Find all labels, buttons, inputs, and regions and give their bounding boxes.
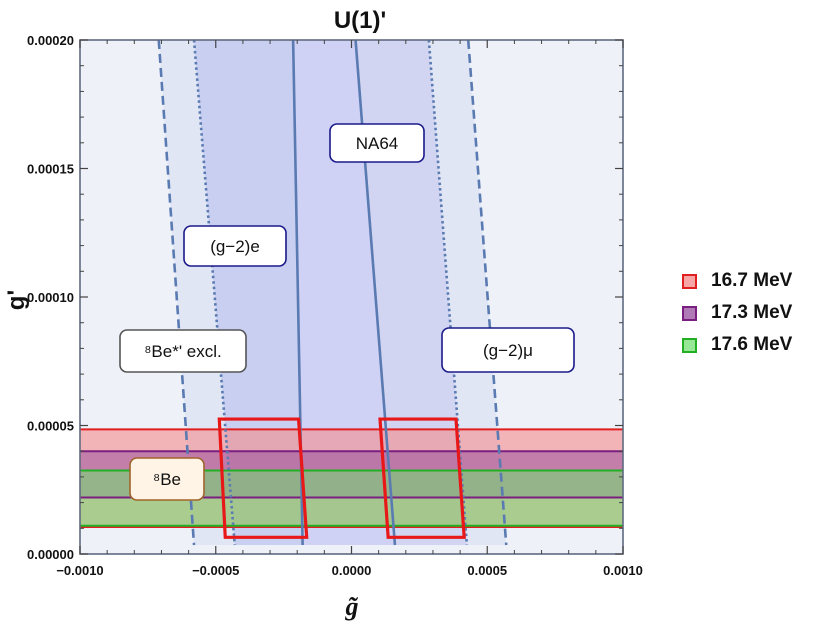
g2mu-dashed-boundary bbox=[466, 40, 508, 546]
legend-label-17-3: 17.3 MeV bbox=[711, 302, 793, 323]
chart-title: U(1)' bbox=[334, 7, 386, 34]
legend-swatch-16-7 bbox=[682, 273, 697, 289]
y-axis-label: g' bbox=[3, 290, 30, 310]
allowed-region-0 bbox=[217, 417, 309, 539]
y-tick-label-0: 0.00000 bbox=[27, 547, 74, 562]
legend: 16.7 MeV 17.3 MeV 17.6 MeV bbox=[682, 265, 792, 361]
be8-excl-label: ⁸Be*' excl. bbox=[144, 342, 222, 361]
x-tick-label-3: 0.0005 bbox=[467, 563, 507, 578]
g2mu-label: (g−2)μ bbox=[483, 341, 533, 360]
g2e-region bbox=[158, 40, 235, 546]
legend-swatch-17-3 bbox=[682, 305, 697, 321]
na64-label: NA64 bbox=[356, 134, 399, 153]
x-tick-label-0: −0.0010 bbox=[56, 563, 103, 578]
y-tick-label-4: 0.00020 bbox=[27, 33, 74, 48]
be8-box bbox=[129, 457, 205, 501]
legend-item-17-3: 17.3 MeV bbox=[682, 297, 792, 329]
y-tick-label-1: 0.00005 bbox=[27, 419, 74, 434]
x-tick-label-4: 0.0010 bbox=[603, 563, 643, 578]
legend-label-16-7: 16.7 MeV bbox=[711, 270, 793, 291]
be8-excl-box bbox=[119, 329, 247, 373]
legend-swatch-17-6 bbox=[682, 337, 697, 353]
be8-label: ⁸Be bbox=[153, 470, 181, 489]
g2mu-box bbox=[441, 327, 575, 373]
y-tick-label-2: 0.00010 bbox=[27, 290, 74, 305]
legend-label-17-6: 17.6 MeV bbox=[711, 334, 793, 355]
legend-item-17-6: 17.6 MeV bbox=[682, 329, 792, 361]
allowed-region-1 bbox=[378, 417, 466, 539]
x-tick-label-2: 0.0000 bbox=[332, 563, 372, 578]
g2e-box bbox=[183, 225, 287, 267]
na64-box bbox=[329, 123, 425, 163]
legend-item-16-7: 16.7 MeV bbox=[682, 265, 792, 297]
x-axis-label: g̃ bbox=[345, 592, 359, 621]
g2e-label: (g−2)e bbox=[210, 237, 260, 256]
g2mu-region bbox=[428, 40, 507, 546]
g2mu-dotted-boundary bbox=[427, 40, 469, 546]
y-tick-label-3: 0.00015 bbox=[27, 162, 74, 177]
x-tick-label-1: −0.0005 bbox=[192, 563, 239, 578]
na64-region bbox=[293, 40, 395, 546]
g2e-dotted-boundary bbox=[192, 40, 237, 546]
